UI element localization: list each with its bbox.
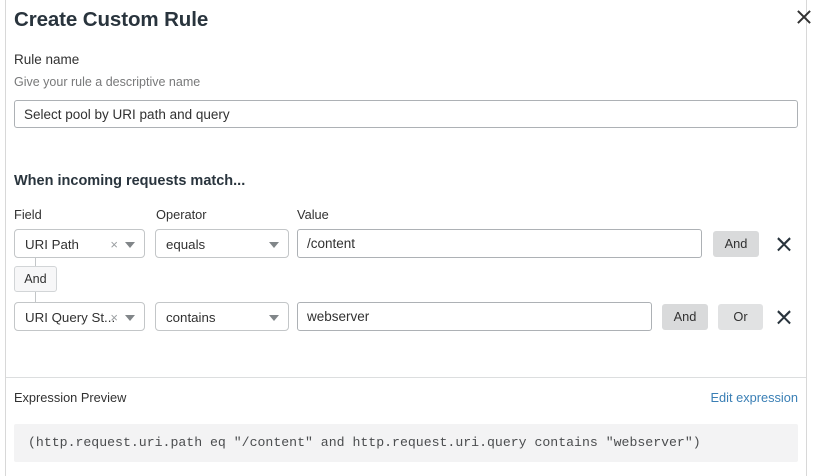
expression-preview-text: (http.request.uri.path eq "/content" and… bbox=[28, 435, 701, 450]
and-button-row-2[interactable]: And bbox=[662, 304, 708, 330]
conditions-heading: When incoming requests match... bbox=[14, 173, 246, 189]
expression-preview-label: Expression Preview bbox=[14, 390, 127, 405]
or-button-row-2[interactable]: Or bbox=[718, 304, 763, 330]
and-button-row-1[interactable]: And bbox=[713, 231, 759, 257]
delete-icon-row-1[interactable] bbox=[776, 236, 792, 252]
value-input-row-1[interactable] bbox=[297, 229, 702, 258]
section-divider bbox=[6, 377, 806, 378]
field-select-row-2-label: URI Query St... bbox=[25, 310, 116, 325]
rule-name-help-text: Give your rule a descriptive name bbox=[14, 75, 201, 89]
field-select-row-1-label: URI Path bbox=[25, 237, 79, 252]
field-select-row-1[interactable]: URI Path × bbox=[14, 229, 145, 258]
rule-name-label: Rule name bbox=[14, 52, 80, 67]
field-select-row-2[interactable]: URI Query St... × bbox=[14, 302, 145, 331]
close-icon[interactable] bbox=[795, 7, 813, 25]
column-header-operator: Operator bbox=[156, 207, 207, 222]
chevron-down-icon[interactable] bbox=[125, 242, 135, 248]
chevron-down-icon[interactable] bbox=[269, 242, 279, 248]
operator-select-row-1-label: equals bbox=[166, 237, 206, 252]
clear-icon[interactable]: × bbox=[110, 310, 118, 325]
delete-icon-row-2[interactable] bbox=[776, 309, 792, 325]
chevron-down-icon[interactable] bbox=[269, 315, 279, 321]
panel-border-right bbox=[806, 0, 807, 476]
rule-name-input[interactable] bbox=[14, 100, 798, 128]
dialog-title: Create Custom Rule bbox=[14, 8, 209, 31]
operator-select-row-1[interactable]: equals bbox=[155, 229, 289, 258]
edit-expression-link[interactable]: Edit expression bbox=[710, 390, 799, 405]
operator-select-row-2[interactable]: contains bbox=[155, 302, 289, 331]
chevron-down-icon[interactable] bbox=[125, 315, 135, 321]
connector-and-box[interactable]: And bbox=[14, 266, 57, 292]
clear-icon[interactable]: × bbox=[110, 237, 118, 252]
column-header-field: Field bbox=[14, 207, 42, 222]
expression-preview-box: (http.request.uri.path eq "/content" and… bbox=[14, 424, 798, 462]
connector-line-bottom bbox=[35, 292, 36, 302]
column-header-value: Value bbox=[297, 207, 329, 222]
panel-border-left bbox=[5, 0, 6, 476]
value-input-row-2[interactable] bbox=[297, 302, 652, 331]
operator-select-row-2-label: contains bbox=[166, 310, 216, 325]
connector-line-top bbox=[35, 258, 36, 267]
